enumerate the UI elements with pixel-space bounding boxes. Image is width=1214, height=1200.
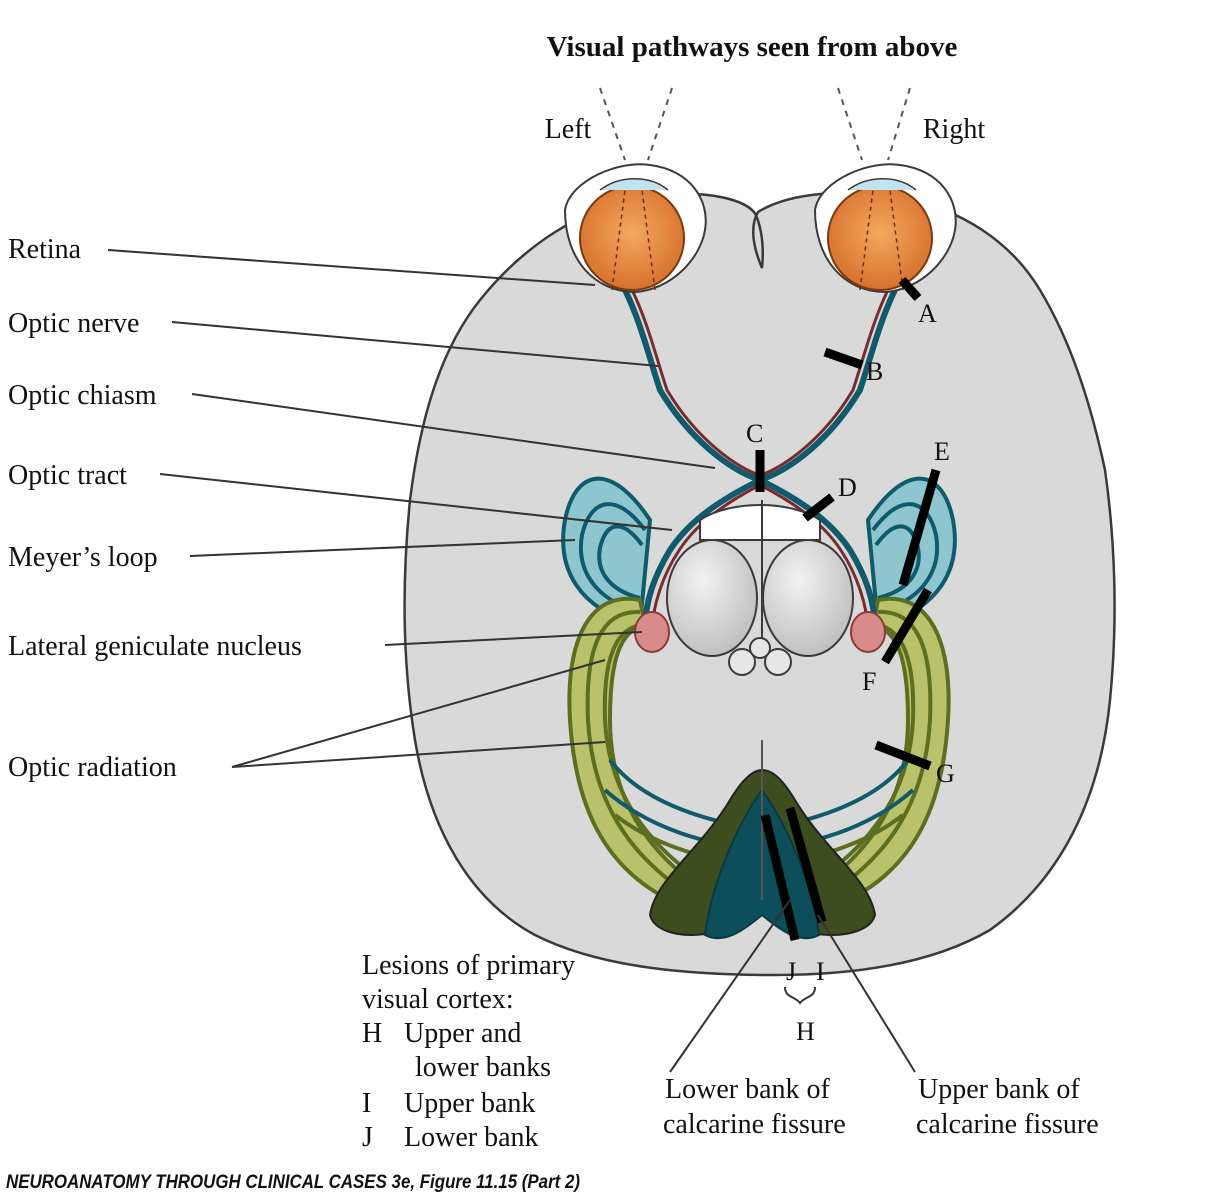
legend-heading-2: visual cortex: <box>362 984 514 1015</box>
letter-j: J <box>786 957 796 986</box>
label-optic-nerve: Optic nerve <box>8 308 139 339</box>
leader-optic-radiation-2 <box>231 741 606 768</box>
leader-optic-nerve <box>171 321 659 367</box>
eye-left <box>563 163 707 294</box>
letter-b: B <box>866 357 883 386</box>
legend-heading-1: Lesions of primary <box>362 950 575 981</box>
lower-bank-label-2: calcarine fissure <box>663 1109 846 1140</box>
figure-credit: NEUROANATOMY THROUGH CLINICAL CASES 3e, … <box>6 1172 580 1193</box>
lesion-b <box>823 347 864 370</box>
figure-title: Visual pathways seen from above <box>547 31 958 63</box>
lesion-e <box>898 468 941 587</box>
upper-bank-label-2: calcarine fissure <box>916 1109 1099 1140</box>
letter-e: E <box>934 437 950 466</box>
legend-h-text-2: lower banks <box>415 1052 551 1083</box>
lesion-i <box>785 806 827 924</box>
legend-i-letter: I <box>362 1088 371 1119</box>
lesion-a <box>898 277 922 301</box>
lower-bank-label-1: Lower bank of <box>665 1074 831 1105</box>
letter-f: F <box>862 667 876 696</box>
label-optic-radiation: Optic radiation <box>8 752 177 783</box>
leader-optic-tract <box>159 473 673 531</box>
thalamus <box>666 500 854 676</box>
legend-j-text: Lower bank <box>404 1122 539 1153</box>
optic-tract-left <box>642 477 762 631</box>
leader-retina <box>107 249 596 286</box>
label-lgn: Lateral geniculate nucleus <box>8 631 302 662</box>
legend-h-letter: H <box>362 1018 382 1049</box>
label-meyers-loop: Meyer’s loop <box>8 542 158 573</box>
label-optic-tract: Optic tract <box>8 460 127 491</box>
label-right: Right <box>923 114 985 145</box>
cortex-lesion-legend: Lesions of primary visual cortex: H Uppe… <box>362 950 575 1153</box>
thalamus-left <box>666 539 758 657</box>
leader-meyers-loop <box>189 539 576 557</box>
lesion-f <box>881 587 932 665</box>
letter-h: H <box>796 1017 815 1046</box>
lesion-g <box>874 740 932 771</box>
thalamus-right <box>762 539 854 657</box>
lesion-bars <box>755 277 941 942</box>
leader-lgn <box>384 631 643 646</box>
lgn-right <box>850 611 886 653</box>
letter-g: G <box>936 759 955 788</box>
label-optic-chiasm: Optic chiasm <box>8 380 157 411</box>
optic-nerve-right <box>757 288 898 483</box>
letter-c: C <box>746 419 763 448</box>
letter-a: A <box>918 299 937 328</box>
label-left: Left <box>545 114 592 145</box>
leader-lines <box>107 249 916 1073</box>
upper-bank-label-1: Upper bank of <box>918 1074 1080 1105</box>
visual-field-lines <box>599 87 911 161</box>
legend-i-text: Upper bank <box>404 1088 535 1119</box>
optic-nerve-left <box>622 288 763 483</box>
legend-h-text-1: Upper and <box>404 1018 521 1049</box>
leader-optic-radiation-1 <box>231 659 606 768</box>
legend-j-letter: J <box>362 1122 373 1153</box>
letter-i: I <box>816 957 825 986</box>
leader-optic-chiasm <box>191 393 716 469</box>
leader-upper-bank <box>817 914 916 1073</box>
optic-tract-right <box>758 477 878 631</box>
letter-d: D <box>838 473 857 502</box>
leader-lower-bank <box>669 899 791 1073</box>
eye-right <box>813 163 957 294</box>
lesion-d <box>802 493 835 522</box>
h-brace <box>784 986 816 1005</box>
label-retina: Retina <box>8 234 82 265</box>
lesion-j <box>760 813 800 942</box>
